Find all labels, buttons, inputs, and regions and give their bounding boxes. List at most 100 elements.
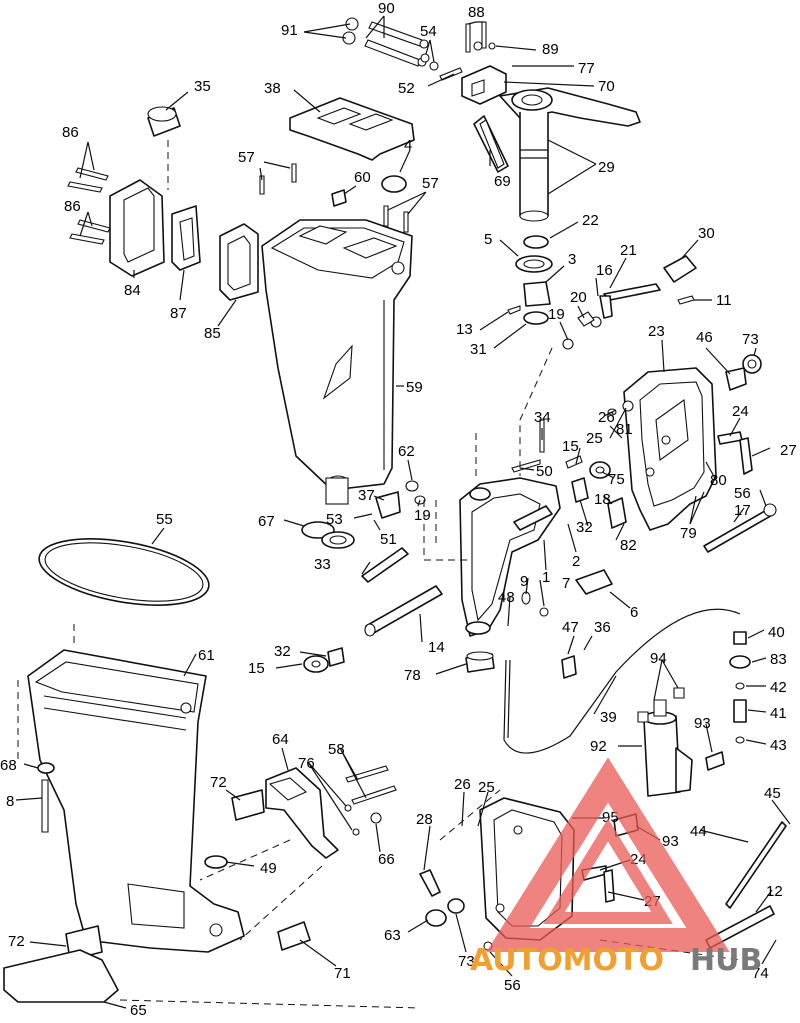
callout-94: 94	[650, 650, 667, 667]
pin-33	[361, 547, 409, 583]
anode-71	[277, 921, 311, 951]
bracket-47-36	[561, 655, 577, 679]
callout-93-upper: 93	[694, 715, 711, 732]
callout-86-lower: 86	[64, 198, 81, 215]
callout-34: 34	[534, 409, 551, 426]
skeg-65	[3, 949, 119, 1003]
callout-93-lower: 93	[662, 833, 679, 850]
bolt-8	[41, 779, 49, 833]
swivel-bracket-70	[461, 65, 507, 105]
callout-2: 2	[572, 553, 580, 570]
callout-16: 16	[596, 262, 613, 279]
callout-67: 67	[258, 513, 275, 530]
callout-29: 29	[598, 159, 615, 176]
callout-6: 6	[630, 604, 638, 621]
housing-61	[27, 649, 245, 953]
callout-43: 43	[770, 737, 787, 754]
callout-41: 41	[770, 705, 787, 722]
callout-77: 77	[578, 60, 595, 77]
callout-31: 31	[470, 341, 487, 358]
callout-50: 50	[536, 463, 553, 480]
bolts-90-91	[342, 17, 429, 67]
swivel-bracket-1	[459, 477, 561, 637]
callout-30: 30	[698, 225, 715, 242]
watermark-triangle-inner-icon	[543, 818, 673, 924]
callout-40: 40	[768, 624, 785, 641]
screws-88	[465, 21, 496, 53]
callout-73-upper: 73	[742, 331, 759, 348]
callout-35: 35	[194, 78, 211, 95]
callout-19-lower: 19	[414, 507, 431, 524]
grommets-62-19	[405, 480, 426, 505]
callout-62: 62	[398, 443, 415, 460]
callout-55: 55	[156, 511, 173, 528]
washers-9-7	[521, 591, 549, 617]
pin-94-93	[637, 687, 725, 771]
callout-17: 17	[734, 502, 751, 519]
callout-88: 88	[468, 4, 485, 21]
washer-32-15	[303, 647, 345, 673]
callout-84: 84	[124, 282, 141, 299]
callout-70: 70	[598, 78, 615, 95]
callout-68: 68	[0, 757, 17, 774]
callout-1: 1	[542, 569, 550, 586]
callout-36: 36	[594, 619, 611, 636]
callout-21: 21	[620, 242, 637, 259]
pins-11-13-16-20	[507, 295, 695, 350]
callout-27-upper: 27	[780, 442, 797, 459]
gasket-69	[473, 115, 509, 173]
watermark: AUTOMOTO HUB	[470, 757, 762, 978]
lever-30	[663, 255, 697, 283]
callout-85: 85	[204, 325, 221, 342]
callout-15-lower: 15	[248, 660, 265, 677]
callout-23: 23	[648, 323, 665, 340]
nuts-54	[420, 53, 463, 81]
callout-80: 80	[710, 472, 727, 489]
callout-24-upper: 24	[732, 403, 749, 420]
fittings-40-43	[729, 631, 751, 744]
callout-66: 66	[378, 851, 395, 868]
callout-87: 87	[170, 305, 187, 322]
callout-20: 20	[570, 289, 587, 306]
cable-39	[503, 608, 741, 754]
callout-57-right: 57	[422, 175, 439, 192]
callout-26-upper: 26	[598, 409, 615, 426]
handle-28	[419, 869, 441, 897]
plug-49	[204, 855, 228, 869]
callout-63: 63	[384, 927, 401, 944]
pad-72-upper	[231, 789, 265, 821]
cover-84	[109, 179, 165, 277]
washer-15-75	[565, 455, 611, 479]
callout-46: 46	[696, 329, 713, 346]
callout-25-upper: 25	[586, 430, 603, 447]
callout-37: 37	[358, 487, 375, 504]
callout-49: 49	[260, 860, 277, 877]
bushing-78	[465, 651, 495, 673]
watermark-triangle-icon	[486, 757, 730, 952]
bushing-stack	[515, 235, 553, 325]
callout-48: 48	[498, 589, 515, 606]
seal-55	[38, 538, 210, 606]
callout-53: 53	[326, 511, 343, 528]
tilt-arm-21	[599, 283, 661, 319]
bolts-58-76	[344, 765, 397, 836]
callout-8: 8	[6, 793, 14, 810]
callout-79: 79	[680, 525, 697, 542]
callout-89: 89	[542, 41, 559, 58]
bracket-37	[375, 491, 401, 519]
trim-cylinder-92	[643, 699, 693, 797]
nut-60	[331, 189, 347, 207]
steering-arm-29	[499, 87, 641, 222]
callout-47: 47	[562, 619, 579, 636]
callout-12: 12	[766, 883, 783, 900]
callout-25-lower: 25	[478, 779, 495, 796]
callout-28: 28	[416, 811, 433, 828]
callout-22: 22	[582, 212, 599, 229]
callout-69: 69	[494, 173, 511, 190]
callout-60: 60	[354, 169, 371, 186]
callout-57-left: 57	[238, 149, 255, 166]
exhaust-plate-38	[289, 97, 415, 161]
callout-75: 75	[608, 471, 625, 488]
